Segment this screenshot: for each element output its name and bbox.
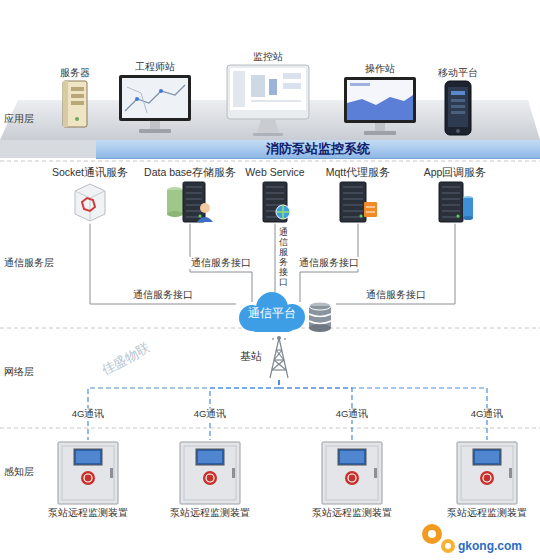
edge-label: 4G通讯 [192, 408, 229, 419]
device-node: Socket通讯服务 [40, 166, 140, 224]
monitor-icon [225, 63, 311, 139]
icon-wrap [335, 75, 425, 137]
layer-label: 通信服务层 [4, 256, 54, 270]
node-label: 泵站远程监测装置 [160, 506, 260, 519]
device-node: 操作站 [335, 62, 425, 137]
edge-label: 4G通讯 [469, 408, 506, 419]
node-label: 消防泵站监控系统 [96, 140, 540, 158]
node-label: 工程师站 [110, 60, 200, 73]
device-node: 泵站远程监测装置 [160, 440, 260, 519]
icon-wrap [302, 440, 402, 506]
watermark: gkong.com [458, 539, 522, 553]
device-node: 监控站 [218, 50, 318, 139]
layer-label: 网络层 [4, 365, 34, 379]
icon-wrap [38, 440, 138, 506]
node-label: 泵站远程监测装置 [38, 506, 138, 519]
node-label: 监控站 [218, 50, 318, 63]
node-label: 服务器 [45, 66, 105, 79]
icon-wrap [110, 73, 200, 135]
icon-wrap [439, 440, 535, 506]
device-node: 泵站远程监测装置 [439, 440, 535, 519]
node-label: Socket通讯服务 [40, 166, 140, 180]
4g-link [88, 380, 279, 440]
device-node: Web Service [238, 166, 312, 224]
base-station: 基站 [226, 334, 292, 380]
edge-label: 通信服务接口 [189, 257, 253, 268]
edge-label: 通信服务接口 [364, 289, 428, 300]
layer-label: 感知层 [4, 465, 34, 479]
device-node: 移动平台 [423, 66, 493, 137]
device-node: 工程师站 [110, 60, 200, 135]
mqtt-server-icon [336, 180, 380, 224]
node-label: App回调服务 [413, 166, 497, 180]
icon-wrap [413, 180, 497, 224]
watermark-gears [422, 524, 455, 553]
service-interface-line [275, 224, 276, 292]
device-node: Data base存储服务 [141, 166, 239, 224]
icon-wrap [423, 79, 493, 137]
layer-divider [0, 428, 540, 429]
database-server-icon [165, 180, 215, 224]
monitor-cabinet-icon [320, 440, 384, 506]
4g-link [279, 380, 487, 440]
watermark: 佳盛物联 [99, 339, 153, 379]
layer-label: 应用层 [4, 112, 34, 126]
socket-server-icon [72, 180, 108, 224]
phone-icon [442, 79, 474, 137]
system-band: 消防泵站监控系统 [96, 140, 540, 159]
icon-wrap [238, 180, 312, 224]
icon-wrap [141, 180, 239, 224]
layer-divider [0, 161, 540, 162]
service-interface-line [190, 224, 252, 302]
monitor-icon [342, 75, 418, 137]
tower-wrap [266, 334, 292, 380]
node-label: Data base存储服务 [141, 166, 239, 180]
edge-label: 4G通讯 [334, 408, 371, 419]
platform-edge [0, 140, 96, 158]
node-label: Mqtt代理服务 [316, 166, 400, 180]
edge-label: 4G通讯 [70, 408, 107, 419]
node-label: 通信平台 [232, 290, 312, 336]
node-label: 基站 [240, 350, 262, 364]
device-node: 服务器 [45, 66, 105, 129]
icon-wrap [45, 79, 105, 129]
cloud-platform: 通信平台 [232, 290, 336, 334]
device-node: Mqtt代理服务 [316, 166, 400, 224]
app-server-icon [435, 180, 475, 224]
device-node: 泵站远程监测装置 [38, 440, 138, 519]
monitor-cabinet-icon [178, 440, 242, 506]
icon-wrap [40, 180, 140, 224]
base-station-tower-icon [266, 334, 292, 380]
server-icon [60, 79, 90, 129]
node-label: 泵站远程监测装置 [302, 506, 402, 519]
monitor-cabinet-icon [455, 440, 519, 506]
device-node: 泵站远程监测装置 [302, 440, 402, 519]
edge-label: 通信服务接口 [297, 257, 361, 268]
node-label: Web Service [238, 166, 312, 180]
node-label: 操作站 [335, 62, 425, 75]
icon-wrap [316, 180, 400, 224]
icon-wrap [160, 440, 260, 506]
monitor-cabinet-icon [56, 440, 120, 506]
web-server-icon [257, 180, 293, 224]
monitor-icon [117, 73, 193, 135]
node-label: 泵站远程监测装置 [439, 506, 535, 519]
edge-label: 通信服务接口 [279, 227, 288, 288]
node-label: 移动平台 [423, 66, 493, 79]
icon-wrap [218, 63, 318, 139]
edge-label: 通信服务接口 [131, 289, 195, 300]
device-node: App回调服务 [413, 166, 497, 224]
